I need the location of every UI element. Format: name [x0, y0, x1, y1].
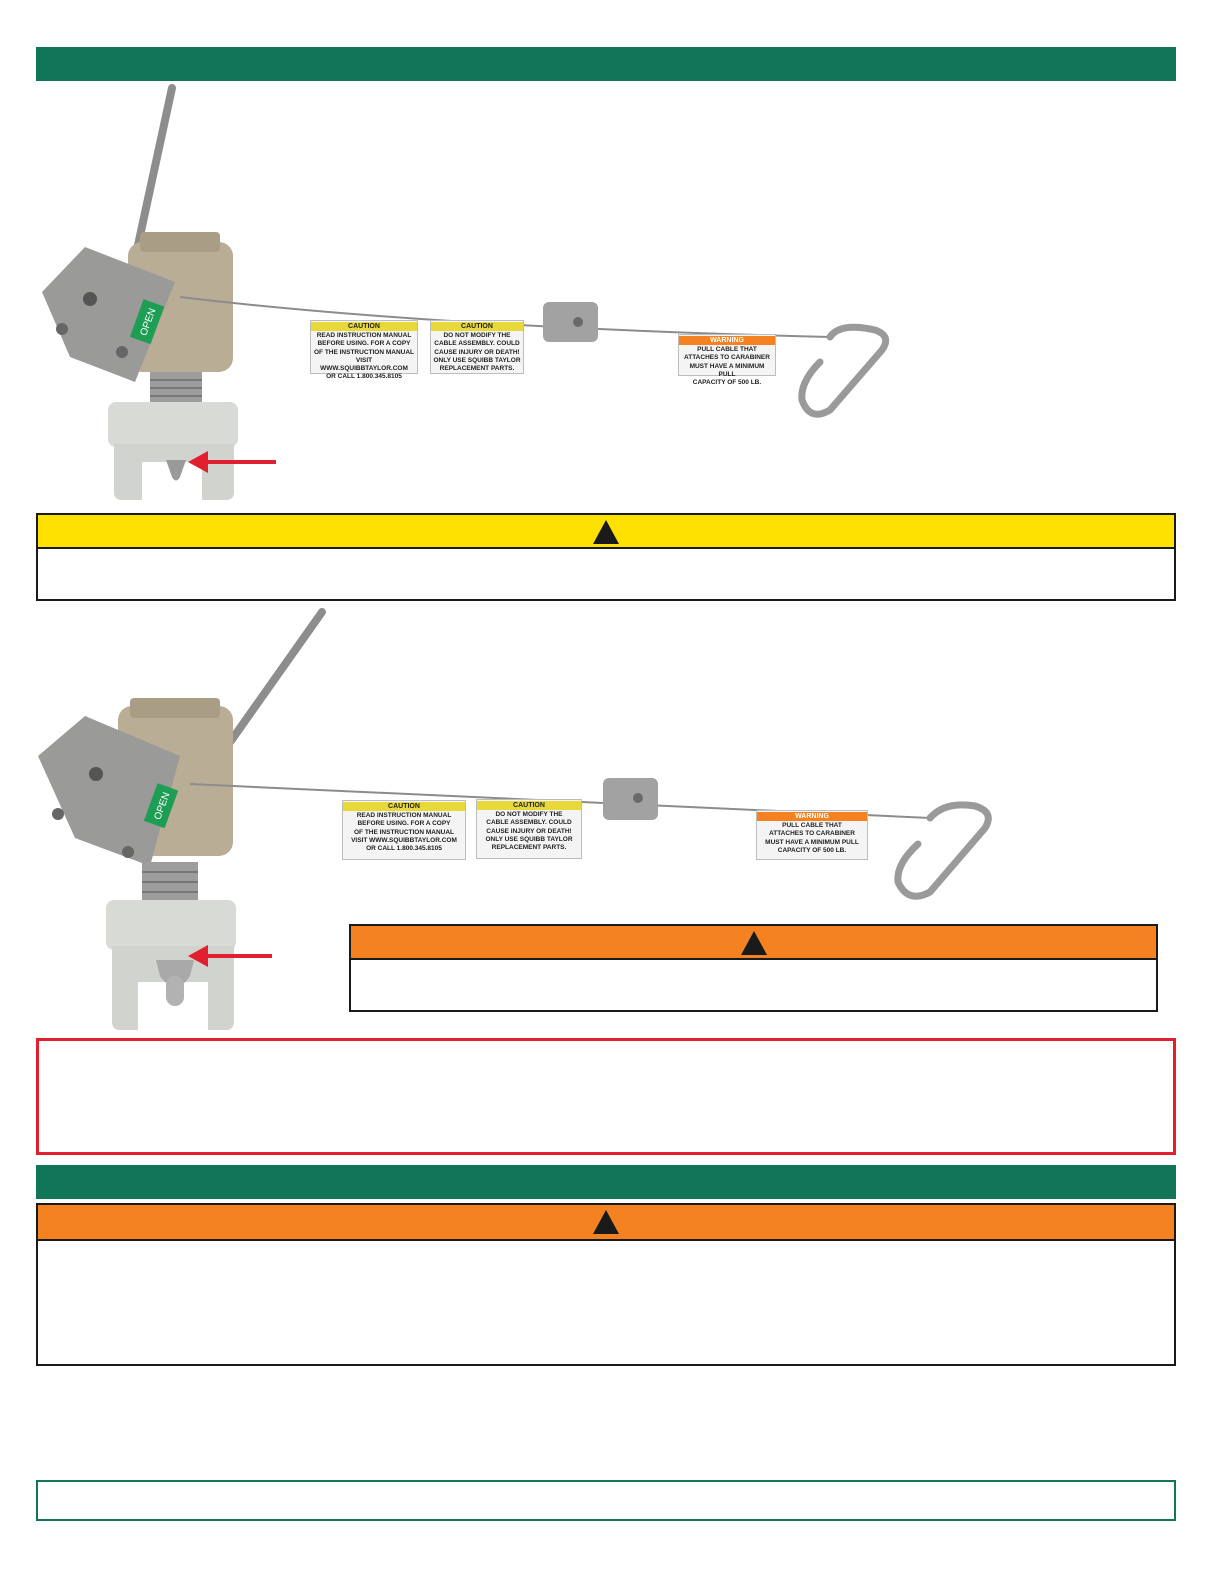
- alert-triangle-icon-2: [740, 931, 767, 955]
- valve-assembly-illustration: OPEN: [42, 84, 890, 500]
- caution-box: [36, 513, 1176, 601]
- warning-label-carabiner: WARNING PULL CABLE THAT ATTACHES TO CARA…: [678, 334, 776, 386]
- section-header-top: [36, 47, 1176, 81]
- footer-box: [36, 1480, 1176, 1521]
- caution-label-manual: CAUTION READ INSTRUCTION MANUAL BEFORE U…: [310, 320, 418, 380]
- photo-valve-closed: OPEN CAUTION READ INSTRUCTION MANUAL BEF…: [30, 82, 910, 512]
- warning-box-large: [36, 1203, 1176, 1366]
- alert-triangle-icon: [593, 520, 619, 544]
- caution-label-modify: CAUTION DO NOT MODIFY THE CABLE ASSEMBLY…: [430, 320, 524, 374]
- notice-box: [36, 1038, 1176, 1155]
- photo-valve-open: OPEN CAUTION READ INSTRUCTION MANUAL BEF…: [30, 606, 1010, 1034]
- warning-box-large-header: [38, 1205, 1174, 1241]
- caution-label-modify-2: CAUTION DO NOT MODIFY THE CABLE ASSEMBLY…: [476, 799, 582, 859]
- red-arrow-icon: [188, 451, 276, 473]
- red-arrow-icon-2: [188, 945, 272, 967]
- caution-box-header: [38, 515, 1174, 549]
- caution-label-manual-2: CAUTION READ INSTRUCTION MANUAL BEFORE U…: [342, 800, 466, 860]
- section-header-bottom: [36, 1165, 1176, 1199]
- alert-triangle-icon-3: [593, 1210, 619, 1234]
- warning-box-small: [349, 924, 1158, 1012]
- warning-label-carabiner-2: WARNING PULL CABLE THAT ATTACHES TO CARA…: [756, 810, 868, 860]
- warning-box-small-header: [351, 926, 1156, 960]
- valve-assembly-illustration-2: OPEN: [38, 608, 992, 1030]
